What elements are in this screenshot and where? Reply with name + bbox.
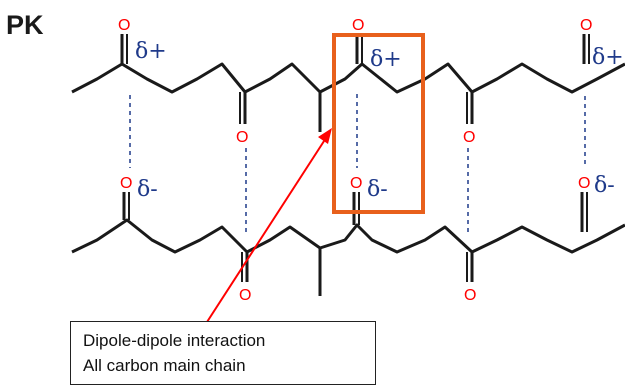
oxygen-label: O	[578, 175, 590, 192]
callout-line-dipole: Dipole-dipole interaction	[83, 331, 266, 350]
oxygen-label: O	[236, 129, 248, 146]
upper-carbonyl-4	[466, 92, 474, 124]
lower-carbonyl-1	[122, 192, 130, 220]
upper-carbonyl-1	[120, 34, 128, 64]
callout-arrow	[206, 128, 332, 323]
upper-carbonyl-3	[355, 34, 363, 64]
charge-negative-label: δ-	[367, 177, 388, 202]
upper-main-chain	[71, 62, 625, 94]
charge-positive-label: δ+	[592, 45, 624, 70]
oxygen-label: O	[580, 17, 592, 34]
lower-main-chain	[71, 218, 625, 254]
callout-box: Dipole-dipole interaction All carbon mai…	[70, 321, 376, 385]
charge-negative-label: δ-	[137, 177, 158, 202]
diagram-title: PK	[6, 10, 44, 40]
lower-carbonyl-5	[580, 192, 588, 232]
oxygen-label: O	[463, 129, 475, 146]
oxygen-label: O	[239, 287, 251, 304]
dipole-highlight-box	[332, 33, 425, 214]
lower-carbonyl-3	[352, 192, 360, 225]
callout-line-main-chain: All carbon main chain	[83, 356, 246, 375]
charge-positive-label: δ+	[370, 47, 402, 72]
oxygen-label: O	[118, 17, 130, 34]
oxygen-label: O	[350, 175, 362, 192]
dipole-dipole-lines	[129, 94, 586, 236]
upper-carbonyl-2	[239, 92, 247, 124]
charge-positive-label: δ+	[135, 39, 167, 64]
lower-carbonyl-4	[466, 252, 474, 282]
oxygen-label: O	[464, 287, 476, 304]
charge-negative-label: δ-	[594, 173, 615, 198]
upper-carbonyl-5	[582, 34, 590, 64]
oxygen-label: O	[352, 17, 364, 34]
oxygen-label: O	[120, 175, 132, 192]
